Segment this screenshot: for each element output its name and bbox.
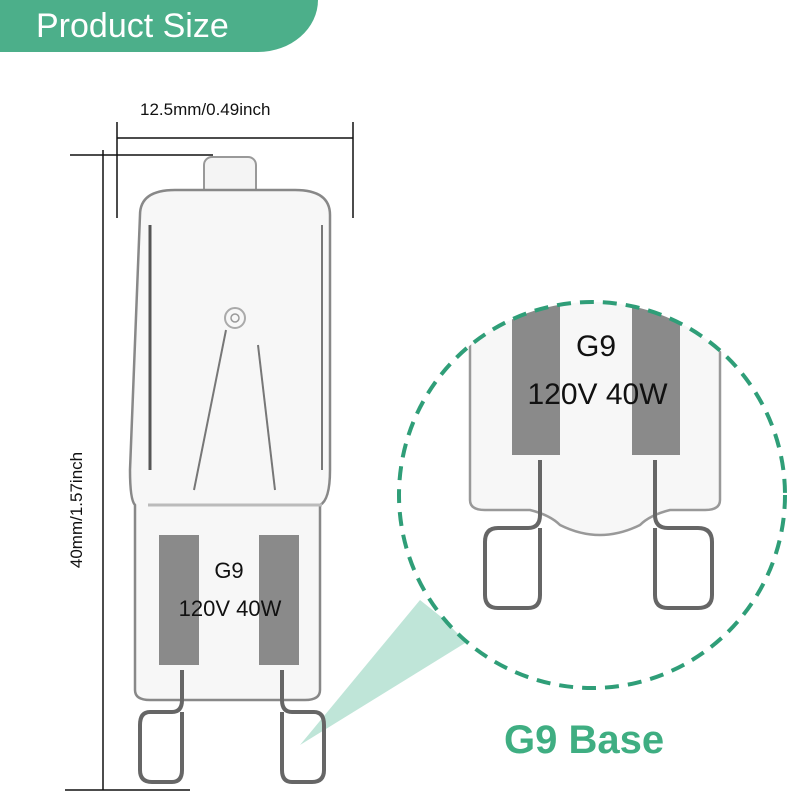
zoom-rating: 120V 40W (527, 378, 668, 411)
width-label: 12.5mm/0.49inch (140, 100, 271, 119)
height-label: 40mm/1.57inch (67, 451, 86, 569)
zoomed-base (468, 302, 722, 610)
bulb-base-type: G9 (214, 558, 244, 583)
zoom-cone (300, 600, 470, 745)
product-size-banner: Product Size (0, 0, 318, 52)
bulb-rating: 120V 40W (178, 596, 282, 621)
g9-base-caption: G9 Base (504, 718, 665, 762)
zoom-circle-border (397, 300, 787, 690)
bulb-glass (128, 156, 332, 784)
banner-title: Product Size (36, 7, 229, 45)
zoom-base-type: G9 (575, 330, 617, 363)
